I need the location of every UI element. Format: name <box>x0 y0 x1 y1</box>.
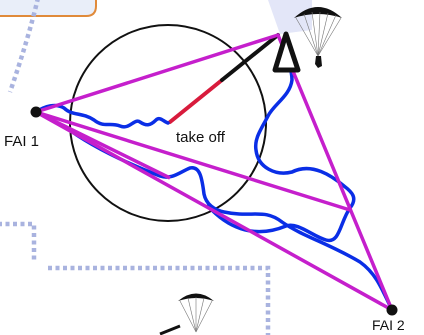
dotted-path-bottom <box>48 265 271 335</box>
fai-triangle-inner-edge-2 <box>35 110 171 180</box>
turnpoint-fai2-marker <box>386 304 398 316</box>
takeoff-line-red <box>168 78 224 124</box>
corner-banner <box>0 0 97 17</box>
paraglider-harness-line <box>159 324 181 335</box>
takeoff-label: take off <box>176 129 226 146</box>
turnpoint-triangle-symbol <box>272 31 301 73</box>
takeoff-line-black <box>220 33 280 82</box>
flight-track <box>34 42 394 312</box>
paraglider-icon <box>294 7 342 68</box>
dotted-path-left <box>0 221 37 262</box>
fai-triangle-inner-edge <box>35 110 351 212</box>
fai-triangle <box>34 33 394 312</box>
fai1-label: FAI 1 <box>4 133 39 150</box>
corner-patch <box>268 0 312 34</box>
paraglider-icon <box>178 293 214 333</box>
turnpoint-fai1-marker <box>30 106 42 118</box>
dotted-path-top-left <box>7 0 40 93</box>
fai2-label: FAI 2 <box>372 317 405 333</box>
